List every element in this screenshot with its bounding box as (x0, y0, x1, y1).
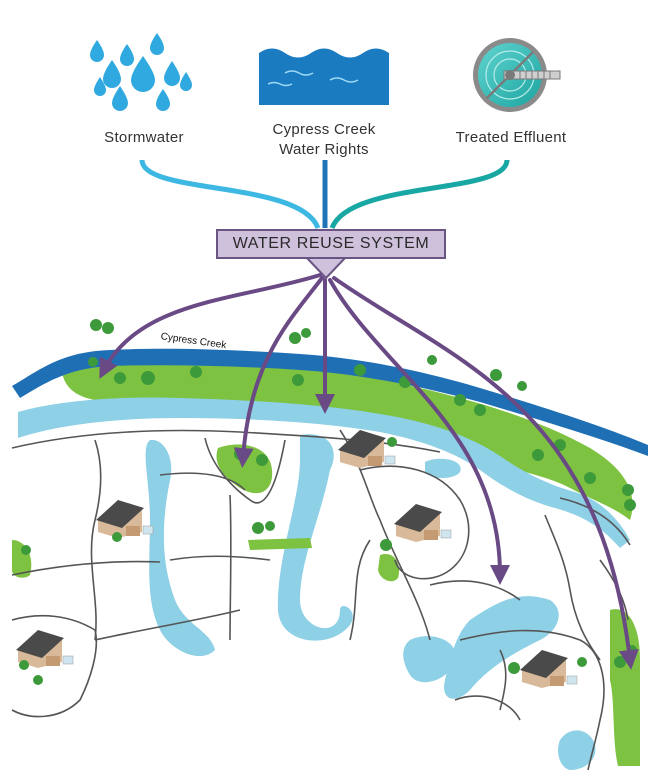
creek-rights-line2: Water Rights (279, 141, 369, 158)
pond-west (145, 439, 215, 657)
pond-south (403, 636, 456, 683)
pond-east (444, 596, 559, 699)
stormwater-label: Stormwater (104, 129, 184, 146)
effluent-label: Treated Effluent (455, 129, 567, 146)
creek-rights-line1: Cypress Creek (272, 121, 376, 138)
raindrops-icon (90, 33, 192, 111)
treatment-clarifier-icon (473, 38, 561, 112)
house-5 (520, 650, 578, 688)
effluent-pipe (329, 159, 510, 230)
arrow-to-east-pond (328, 278, 510, 585)
water-reuse-system-box: WATER REUSE SYSTEM (216, 229, 446, 259)
water-reuse-system-label: WATER REUSE SYSTEM (232, 235, 430, 252)
creek-label: Cypress Creek (160, 331, 228, 351)
house-1 (338, 430, 396, 468)
creek-rights-label: Cypress Creek Water Rights (254, 120, 394, 160)
arrow-to-east-greenbelt (332, 276, 639, 670)
stormwater-pipe (139, 159, 321, 230)
cypress-creek-water (12, 348, 648, 456)
main-channel (18, 397, 630, 548)
distribution-arrows (99, 273, 639, 670)
hub-pointer (303, 256, 349, 280)
arrow-to-greenbelt-west (99, 273, 322, 379)
park-strip (248, 538, 312, 550)
pond-southeast (558, 730, 596, 770)
house-4 (16, 630, 74, 668)
house-3 (394, 504, 452, 542)
arrow-to-center-park (233, 276, 324, 468)
pond-small (425, 458, 461, 478)
park-small (378, 554, 400, 582)
pond-north (277, 434, 353, 641)
water-waves-icon (259, 48, 389, 105)
house-2 (96, 500, 154, 538)
